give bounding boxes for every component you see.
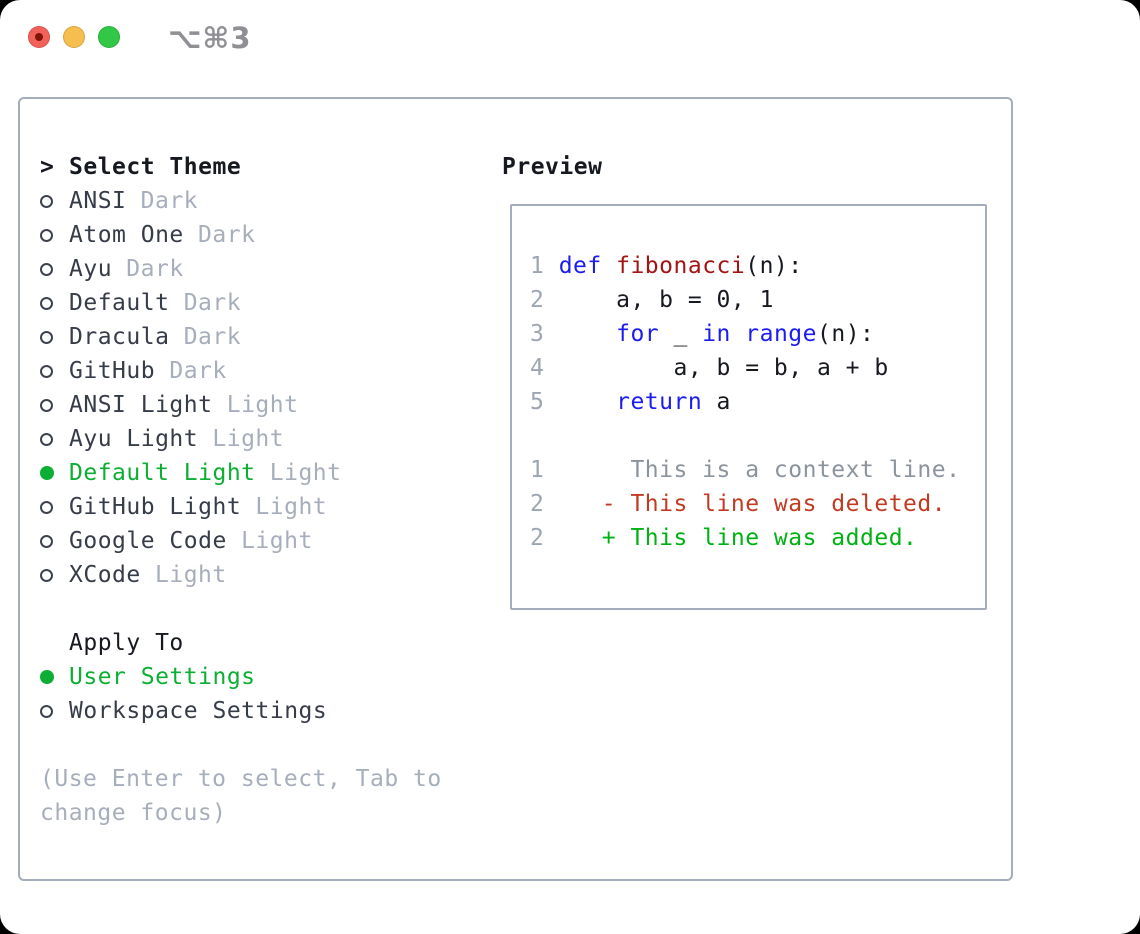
preview-line: [530, 423, 985, 457]
select-theme-title: Select Theme: [69, 154, 242, 180]
apply-option[interactable]: Workspace Settings: [40, 694, 442, 728]
theme-name: GitHub: [69, 358, 156, 384]
theme-option[interactable]: XCode Light: [40, 558, 442, 592]
preview-line: 4 a, b = b, a + b: [530, 355, 889, 381]
apply-name: Workspace Settings: [69, 698, 328, 724]
theme-variant-tag: Dark: [183, 324, 242, 350]
preview-line: 1 This is a context line.: [530, 457, 961, 483]
prompt-icon: >: [40, 154, 55, 180]
theme-variant-tag: Light: [155, 562, 227, 588]
hint-line-1: (Use Enter to select, Tab to: [40, 766, 442, 792]
zoom-button[interactable]: [98, 26, 120, 48]
theme-name: Ayu Light: [69, 426, 199, 452]
apply-option[interactable]: User Settings: [40, 660, 442, 694]
theme-name: GitHub Light: [69, 494, 242, 520]
theme-option[interactable]: ANSI Light Light: [40, 388, 442, 422]
theme-option[interactable]: ANSI Dark: [40, 184, 442, 218]
theme-variant-tag: Dark: [126, 256, 184, 282]
preview-line: 5 return a: [530, 389, 731, 415]
theme-variant-tag: Dark: [169, 358, 227, 384]
titlebar: ⌥⌘3: [0, 0, 1140, 75]
preview-line: 1 def fibonacci(n):: [530, 253, 803, 279]
theme-variant-tag: Light: [255, 494, 328, 520]
preview-line: 2 a, b = 0, 1: [530, 287, 774, 313]
radio-icon: [40, 534, 69, 548]
apply-name: User Settings: [69, 664, 256, 690]
theme-variant-tag: Light: [212, 426, 285, 452]
theme-variant-tag: Light: [241, 528, 313, 554]
theme-name: ANSI: [69, 188, 127, 214]
theme-name: Default: [69, 290, 170, 316]
preview-title: Preview: [502, 154, 603, 180]
theme-option[interactable]: GitHub Dark: [40, 354, 442, 388]
theme-variant-tag: Dark: [198, 222, 256, 248]
theme-option[interactable]: Atom One Dark: [40, 218, 442, 252]
minimize-button[interactable]: [63, 26, 85, 48]
theme-option[interactable]: Default Dark: [40, 286, 442, 320]
apply-to-title: Apply To: [69, 630, 184, 656]
preview-line: 2 - This line was deleted.: [530, 491, 947, 517]
radio-icon: [40, 398, 69, 412]
radio-icon: [40, 228, 69, 242]
theme-name: XCode: [69, 562, 141, 588]
radio-selected-icon: [40, 670, 69, 684]
radio-icon: [40, 194, 69, 208]
radio-icon: [40, 330, 69, 344]
theme-option[interactable]: Dracula Dark: [40, 320, 442, 354]
radio-icon: [40, 262, 69, 276]
radio-icon: [40, 568, 69, 582]
theme-variant-tag: Dark: [140, 188, 199, 214]
theme-variant-tag: Light: [226, 392, 299, 418]
preview-line: 3 for _ in range(n):: [530, 321, 875, 347]
preview-line: 2 + This line was added.: [530, 525, 918, 551]
radio-icon: [40, 296, 69, 310]
theme-name: Google Code: [69, 528, 227, 554]
preview-box: 1 def fibonacci(n): 2 a, b = 0, 1 3 for _ …: [510, 204, 987, 610]
spacer: [40, 728, 442, 762]
code-preview: 1 def fibonacci(n): 2 a, b = 0, 1 3 for _ …: [512, 206, 985, 559]
theme-name: Default Light: [69, 460, 256, 486]
hint-line-2: change focus): [40, 800, 227, 826]
theme-name: Ayu: [69, 256, 113, 282]
radio-icon: [40, 704, 69, 718]
close-button[interactable]: [28, 26, 50, 48]
document-edited-icon: [35, 33, 43, 41]
theme-variant-tag: Dark: [183, 290, 242, 316]
window-shortcut-label: ⌥⌘3: [168, 21, 252, 55]
radio-icon: [40, 500, 69, 514]
theme-option[interactable]: GitHub Light Light: [40, 490, 442, 524]
theme-option[interactable]: Google Code Light: [40, 524, 442, 558]
theme-option[interactable]: Default Light Light: [40, 456, 442, 490]
select-theme-heading: > Select Theme: [40, 150, 442, 184]
theme-variant-tag: Light: [269, 460, 342, 486]
theme-option[interactable]: Ayu Light Light: [40, 422, 442, 456]
theme-name: ANSI Light: [69, 392, 213, 418]
radio-icon: [40, 364, 69, 378]
spacer: [40, 592, 442, 626]
radio-icon: [40, 432, 69, 446]
theme-option[interactable]: Ayu Dark: [40, 252, 442, 286]
theme-name: Atom One: [69, 222, 184, 248]
apply-to-heading: Apply To: [40, 626, 442, 660]
radio-selected-icon: [40, 466, 69, 480]
theme-name: Dracula: [69, 324, 170, 350]
